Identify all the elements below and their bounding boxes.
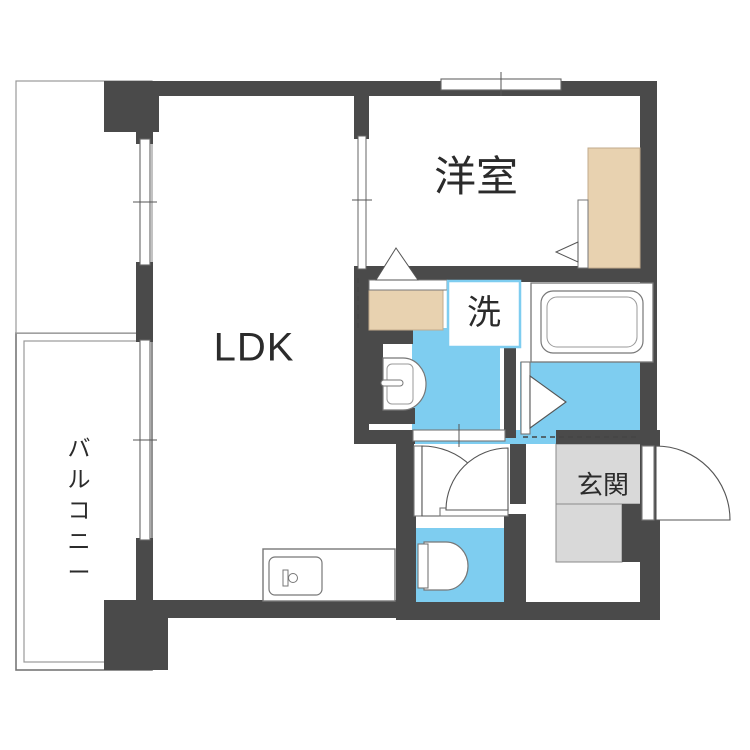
kitchen-sink-drain (288, 573, 298, 583)
balcony-char-1: ル (68, 466, 93, 492)
wall-bottom (152, 600, 414, 618)
trim-panels (446, 279, 522, 349)
balcony-char-2: コ (68, 497, 93, 523)
wall-left-b (136, 262, 153, 342)
bathtub-fixture (530, 282, 654, 363)
entrance-door (641, 445, 731, 521)
walls (104, 81, 660, 670)
wash-basin-faucet (380, 379, 404, 387)
wall-hall-mid (510, 444, 526, 504)
room-label-western-room: 洋室 (434, 153, 518, 200)
wash-basin-fixture (380, 357, 427, 411)
hall-closet-door-swing (375, 247, 419, 281)
wall-washbasin-top (369, 328, 413, 344)
bedroom-closet-door-panel (577, 199, 589, 269)
sliding-track-dashed (357, 278, 640, 438)
closets (368, 147, 641, 331)
wall-top (152, 81, 657, 96)
room-label-balcony: バ ル コ ニ ー (68, 435, 93, 585)
wall-bottom-right (414, 602, 660, 620)
wall-bath-left (504, 328, 516, 438)
balcony-char-0: バ (68, 435, 93, 461)
bedroom-partition-sliding (357, 135, 367, 270)
washroom-label-plate (446, 279, 522, 349)
balcony-char-4: ー (68, 559, 93, 585)
kitchen-counter (262, 548, 396, 602)
wall-washbasin-left (369, 344, 383, 422)
entrance-floor (555, 443, 657, 563)
wall-hall-top-left (369, 430, 415, 444)
balcony-char-3: ニ (68, 528, 93, 554)
toilet-tank (417, 543, 429, 589)
wall-hall-left (396, 444, 414, 528)
room-label-entrance: 玄関 (577, 470, 629, 500)
wall-ldk-bedroom-lower (354, 266, 369, 444)
wall-left-c (136, 538, 153, 612)
bedroom-closet-door-swing (554, 241, 579, 263)
wall-right-upper (640, 81, 657, 443)
wall-hall-mid-lower (504, 514, 526, 620)
wall-hall-left-lower (396, 514, 416, 620)
hall-closet-door-panel (368, 279, 448, 291)
windows (133, 72, 562, 541)
hall-closet-fill (368, 287, 444, 331)
toilet-fixture (417, 541, 469, 591)
wall-ldk-bedroom-top (354, 81, 369, 139)
room-label-washroom: 洗 (467, 294, 501, 332)
room-label-ldk: LDK (214, 326, 295, 370)
wall-washbasin-bottom (369, 408, 415, 424)
kitchen-faucet (282, 569, 289, 587)
hall-door-right (439, 447, 509, 517)
doors (412, 361, 731, 521)
bathroom-folding-door (520, 361, 567, 435)
wall-bedroom-bottom (369, 266, 657, 282)
bedroom-closet-fill (587, 147, 641, 269)
